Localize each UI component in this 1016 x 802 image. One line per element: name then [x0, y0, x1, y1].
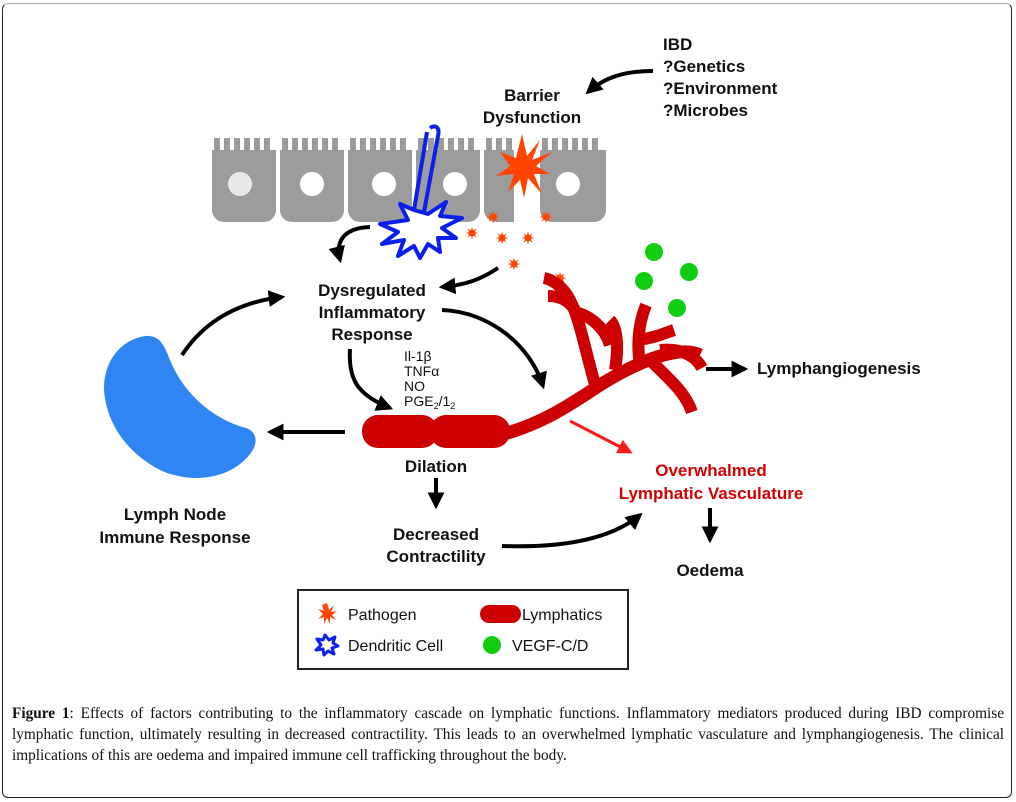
legend: Pathogen Lymphatics Dendritic Cell VEGF-…: [297, 589, 629, 670]
mediator-pge: PGE2/12: [404, 393, 455, 411]
lymphatics-icon: [480, 605, 521, 623]
svg-text:Lymph Node: Lymph Node: [124, 505, 226, 524]
diagram: IBD ?Genetics ?Environment ?Microbes Bar…: [99, 35, 921, 670]
caption-text: : Effects of factors contributing to the…: [12, 705, 1004, 764]
mediator-no: NO: [404, 378, 425, 394]
arrow-node-to-response: [180, 290, 286, 357]
svg-text:Contractility: Contractility: [386, 547, 486, 566]
arrow-contractility-to-overwhelmed: [501, 512, 643, 549]
pathogen-particles: [466, 211, 566, 284]
caption-label: Figure 1: [12, 705, 70, 722]
lymph-node-label: Lymph Node Immune Response: [99, 505, 250, 547]
svg-text:Inflammatory: Inflammatory: [319, 303, 426, 322]
lymph-node: [104, 335, 256, 478]
mediator-tnfa: TNFα: [404, 363, 439, 379]
epithelium: [212, 138, 606, 222]
svg-text:Overwhalmed: Overwhalmed: [655, 461, 767, 480]
dysregulated-response: Dysregulated Inflammatory Response: [318, 281, 426, 344]
decreased-contractility: Decreased Contractility: [386, 525, 486, 566]
arrow-red-to-overwhelmed: [569, 419, 633, 454]
causes-list: IBD ?Genetics ?Environment ?Microbes: [663, 35, 778, 120]
barrier-label-2: Dysfunction: [483, 108, 581, 127]
legend-vegf: VEGF-C/D: [512, 638, 588, 655]
arrow-response-to-dilation: [347, 348, 394, 411]
svg-text:Decreased: Decreased: [393, 525, 479, 544]
cause-environment: ?Environment: [663, 79, 778, 98]
oedema-label: Oedema: [676, 561, 744, 580]
pathogen-large: [496, 134, 552, 198]
lymphatic-vessel: [362, 272, 708, 448]
legend-lymphatics: Lymphatics: [522, 607, 602, 624]
arrow-pathogen-to-response: [438, 266, 500, 295]
arrow-dc-to-response: [328, 225, 371, 264]
cause-genetics: ?Genetics: [663, 57, 745, 76]
vegf-dots: [635, 243, 698, 317]
mediator-il1b: Il-1β: [404, 348, 432, 364]
vegf-icon: [483, 636, 501, 654]
figure-frame: [2, 3, 1012, 798]
dilation-label: Dilation: [405, 457, 467, 476]
barrier-label-1: Barrier: [504, 86, 560, 105]
svg-text:Immune Response: Immune Response: [99, 528, 250, 547]
mediators-list: Il-1β TNFα NO PGE2/12: [404, 348, 455, 411]
pathogen-icon: [318, 603, 337, 624]
figure-caption: Figure 1: Effects of factors contributin…: [12, 703, 1004, 766]
dendritic-cell-icon: [314, 633, 340, 657]
svg-text:Dysregulated: Dysregulated: [318, 281, 426, 300]
cause-ibd: IBD: [663, 35, 692, 54]
legend-pathogen: Pathogen: [348, 607, 417, 624]
arrow-causes-to-barrier: [585, 69, 654, 95]
svg-text:Response: Response: [331, 325, 412, 344]
arrow-response-to-branch: [441, 308, 547, 390]
dendritic-cell: [378, 124, 464, 260]
overwhelmed-vasculature: Overwhalmed Lymphatic Vasculature: [619, 461, 804, 503]
cause-microbes: ?Microbes: [663, 101, 748, 120]
lymphangiogenesis-label: Lymphangiogenesis: [757, 359, 921, 378]
svg-text:Lymphatic Vasculature: Lymphatic Vasculature: [619, 484, 804, 503]
legend-dendritic-cell: Dendritic Cell: [348, 638, 443, 655]
